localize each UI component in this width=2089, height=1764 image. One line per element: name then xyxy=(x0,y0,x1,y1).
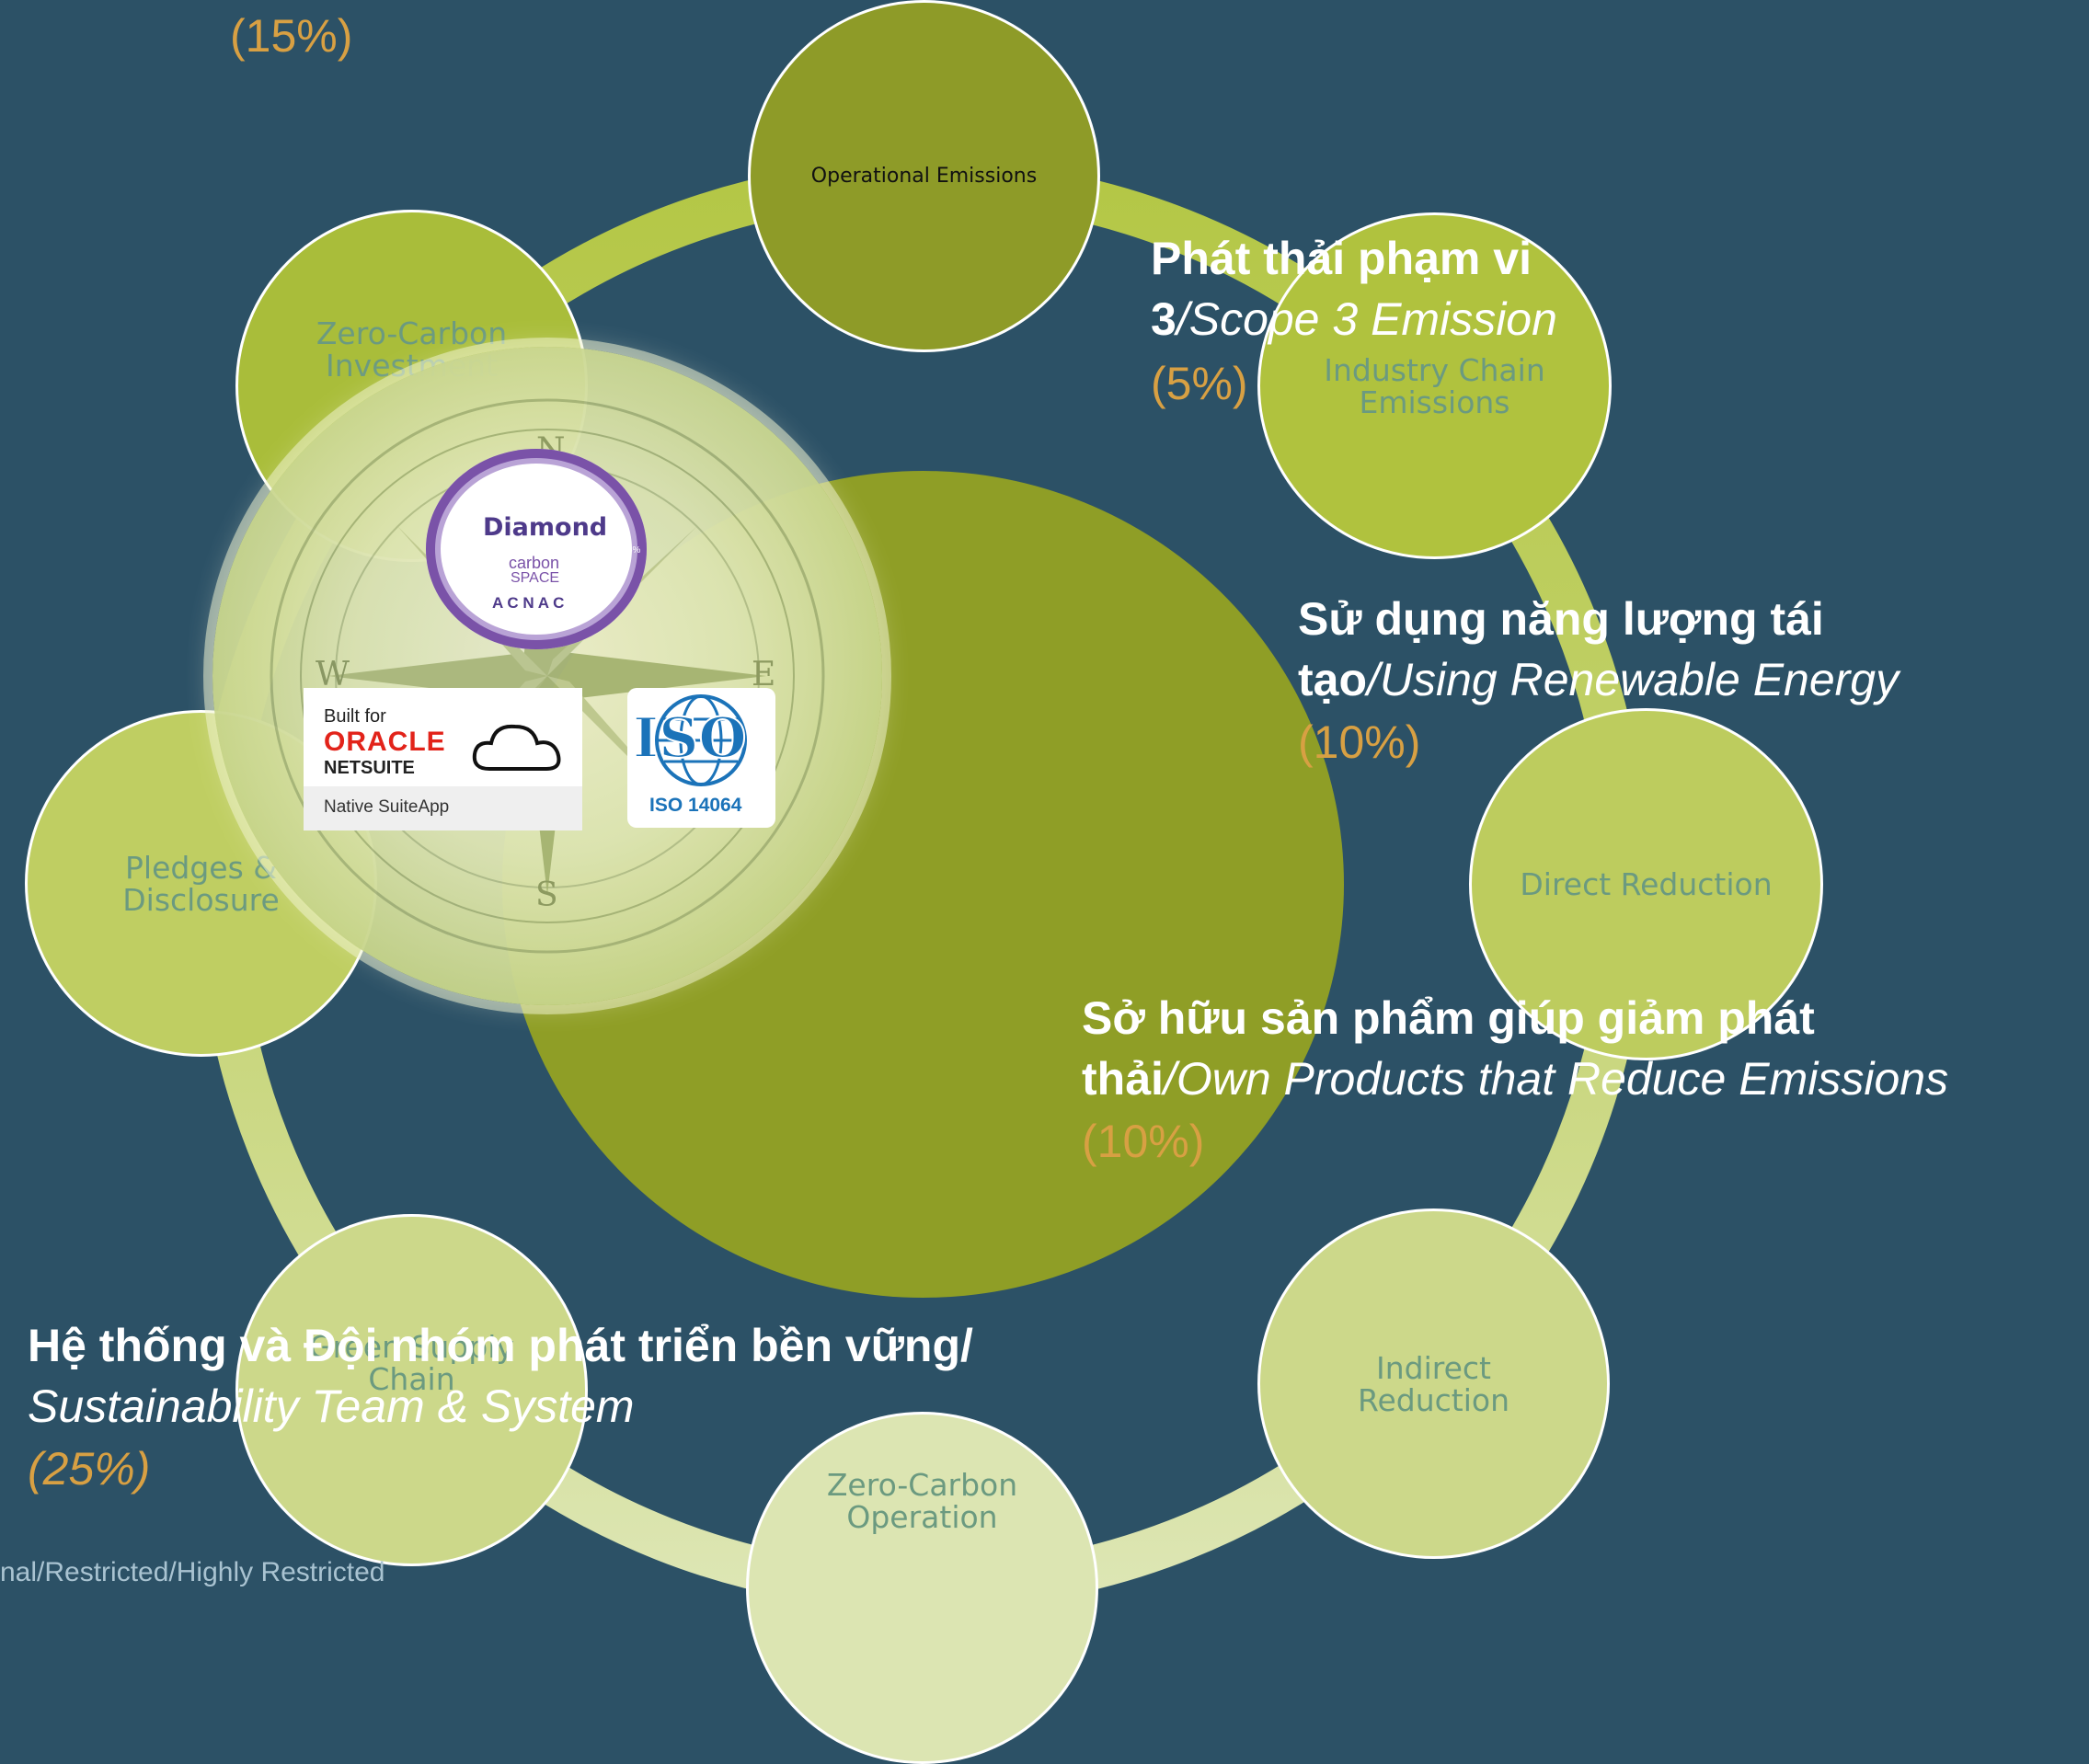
node-pledges-line1: Pledges & xyxy=(125,849,277,886)
products-percent: (10%) xyxy=(1082,1116,1205,1167)
renewable-sep: / xyxy=(1367,654,1380,705)
products-vi-bold: thải xyxy=(1082,1053,1164,1105)
products-sep: / xyxy=(1163,1053,1176,1105)
netsuite-oracle: ORACLE xyxy=(324,727,446,757)
renewable-percent: (10%) xyxy=(1298,716,1421,768)
node-green-supply-line2: Chain xyxy=(368,1360,455,1397)
team-en: Sustainability Team & System xyxy=(28,1380,635,1432)
badge-brand-line1: carbon xyxy=(509,554,560,572)
node-indirect-line1: Indirect xyxy=(1376,1349,1491,1386)
diagram-stage: Operational Emissions Zero-Carbon Invest… xyxy=(0,0,1948,1764)
node-indirect-line2: Reduction xyxy=(1358,1381,1509,1418)
products-vi-line1: Sở hữu sản phẩm giúp giảm phát xyxy=(1082,992,1815,1044)
node-zero-carbon-operation: Zero-Carbon Operation xyxy=(746,1412,1098,1764)
node-direct-reduction-label: Direct Reduction xyxy=(1520,866,1773,902)
products-en: Own Products that Reduce Emissions xyxy=(1176,1053,1949,1105)
badge-brand-line2: SPACE xyxy=(511,570,560,586)
badge-org: A C N A C xyxy=(492,594,565,612)
team-vi-line1: Hệ thống và Đội nhóm phát triển bền vững… xyxy=(28,1320,973,1371)
iso-logo: ISO xyxy=(632,705,748,772)
node-industry-chain-line1: Industry Chain xyxy=(1324,351,1545,388)
node-indirect-reduction: Indirect Reduction xyxy=(1257,1208,1610,1559)
node-green-supply-line1: Green Supply xyxy=(309,1328,514,1365)
compass-south-label: S xyxy=(535,876,558,914)
node-operational-emissions-label: Operational Emissions xyxy=(810,165,1038,188)
team-percent: (25%) xyxy=(28,1443,151,1495)
scope3-percent: (5%) xyxy=(1151,358,1248,409)
carbon-neutrality-diamond-badge: Carbon Neutrality Rating 2023 Diamond ca… xyxy=(426,449,647,649)
compass-lens: N S E W xyxy=(212,347,882,1005)
badge-year: 2023 xyxy=(446,533,473,547)
iso-card: ISO ISO 14064 xyxy=(627,688,775,828)
renewable-vi-bold: tạo xyxy=(1298,654,1367,705)
netsuite-built-for: Built for xyxy=(324,706,386,727)
node-direct-reduction: Direct Reduction xyxy=(1469,708,1823,1060)
globe-icon xyxy=(655,694,747,786)
iso-code: ISO 14064 xyxy=(649,795,742,816)
scope3-line2: 3/Scope 3 Emission xyxy=(1151,289,1557,349)
top-percent: (15%) xyxy=(230,10,353,62)
footer-classification: nal/Restricted/Highly Restricted xyxy=(0,1557,385,1587)
node-zero-carbon-operation-line1: Zero-Carbon xyxy=(826,1466,1018,1503)
netsuite-footer: Native SuiteApp xyxy=(304,786,582,830)
netsuite-native: Native SuiteApp xyxy=(324,797,450,817)
node-operational-emissions: Operational Emissions xyxy=(748,0,1100,352)
node-industry-chain-line2: Emissions xyxy=(1359,384,1510,420)
compass-west-label: W xyxy=(316,656,350,693)
scope3-sep: / xyxy=(1176,293,1189,345)
renewable-en: Using Renewable Energy xyxy=(1379,654,1900,705)
node-industry-chain-emissions: Industry Chain Emissions xyxy=(1257,212,1612,559)
scope3-vi-line1: Phát thải phạm vi xyxy=(1151,233,1532,284)
products-line2: thải/Own Products that Reduce Emissions xyxy=(1082,1048,1948,1109)
renewable-vi-line1: Sử dụng năng lượng tái xyxy=(1298,593,1824,645)
node-green-supply-chain: Green Supply Chain xyxy=(235,1214,588,1566)
cloud-icon xyxy=(472,724,561,771)
badge-top: TOP 5% xyxy=(606,545,641,556)
node-zero-carbon-operation-line2: Operation xyxy=(846,1498,998,1535)
scope3-en: Scope 3 Emission xyxy=(1188,293,1557,345)
netsuite-card: Built for ORACLE NETSUITE Native SuiteAp… xyxy=(304,688,582,830)
node-pledges-line2: Disclosure xyxy=(122,881,280,918)
compass-east-label: E xyxy=(752,656,776,693)
node-zero-carbon-investment-line1: Zero-Carbon xyxy=(316,315,508,351)
badge-title: Diamond xyxy=(483,513,608,542)
scope3-vi-bold: 3 xyxy=(1151,293,1176,345)
netsuite-name: NETSUITE xyxy=(324,758,415,778)
renewable-line2: tạo/Using Renewable Energy xyxy=(1298,649,1899,710)
